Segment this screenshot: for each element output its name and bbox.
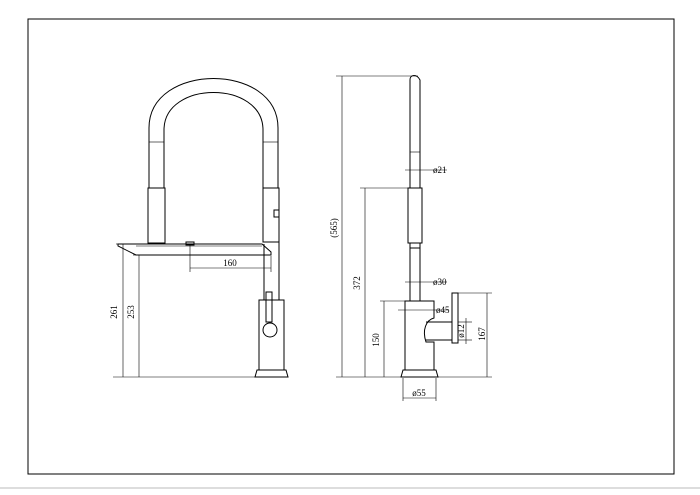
label-front-height-spout: 253 [126,305,136,319]
label-side-dia-body: ø45 [436,305,450,315]
label-front-spout-reach: 160 [223,258,237,268]
side-lever-arm [426,321,452,341]
label-side-dia-handle: ø12 [456,324,466,338]
label-front-height-total: 261 [109,305,119,319]
front-view: 261 253 160 [109,78,289,378]
label-side-height-handle: 167 [477,327,487,341]
label-side-dia-hose: ø21 [433,165,447,175]
front-spray-holder-left [147,187,166,244]
label-side-dia-base: ø55 [412,388,426,398]
side-spray-holder [407,187,423,244]
label-side-height-spring: 372 [352,276,362,290]
side-base [400,369,439,378]
side-view: (565) 372 150 167 ø21 ø30 ø45 ø12 ø55 [329,75,492,401]
side-hose [409,75,421,188]
front-spring-body-right [262,187,280,243]
front-body-column [263,242,280,300]
front-hose-inner [163,92,264,188]
front-base [254,369,289,378]
sheet-border [27,18,675,475]
side-neck [409,247,421,302]
front-spout-arm [117,243,272,256]
front-button [273,209,280,218]
side-spray-nozzle [409,242,421,249]
front-lever-knob [262,322,278,338]
side-body [404,300,435,371]
front-lever [265,291,273,323]
label-side-dia-spray: ø30 [433,277,447,287]
front-hose-outer [148,78,279,188]
label-side-height-overall: (565) [329,218,339,238]
label-side-height-lever: 150 [371,333,381,347]
side-lever [451,292,459,344]
